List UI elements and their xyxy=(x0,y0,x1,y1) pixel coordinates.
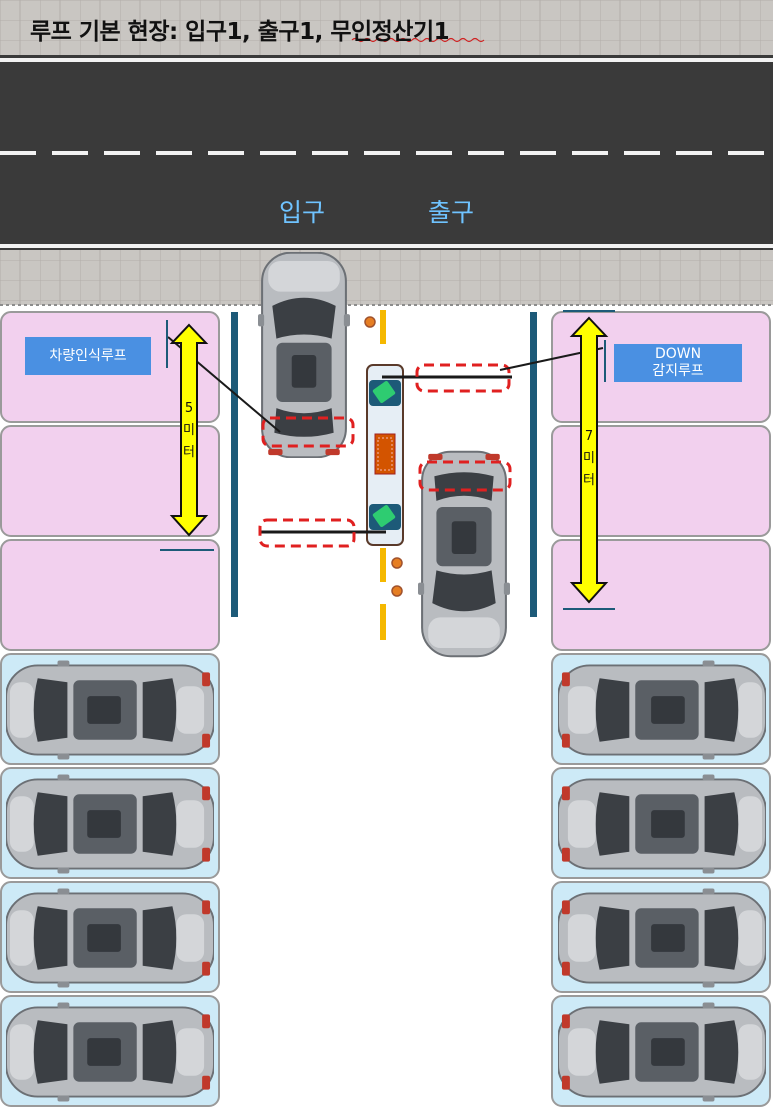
measure-arrow-right xyxy=(569,316,609,604)
exit-car xyxy=(418,450,510,658)
lane-bar-left xyxy=(231,312,238,617)
center-line-seg-3 xyxy=(380,604,386,640)
measure-right-unit-1: 미 xyxy=(583,451,595,466)
measure-right-text: 7 미 터 xyxy=(579,426,599,492)
road-edge-top xyxy=(0,58,773,62)
left-zone-3 xyxy=(0,539,220,651)
road-edge-bottom xyxy=(0,244,773,248)
measure-right-value: 7 xyxy=(584,429,594,444)
parked-car-left-1 xyxy=(6,660,214,760)
parked-car-left-3 xyxy=(6,888,214,988)
entrance-label: 입구 xyxy=(279,198,326,227)
loop-entrance-detect xyxy=(261,416,355,448)
parked-car-right-2 xyxy=(558,774,766,874)
entrance-barrier-arm xyxy=(372,381,396,403)
entrance-car xyxy=(258,252,350,458)
exit-label: 출구 xyxy=(428,198,475,227)
page-title: 루프 기본 현장: 입구1, 출구1, 무인정산기1 xyxy=(30,19,450,45)
right-zone-3 xyxy=(551,539,771,651)
bollard-2 xyxy=(391,557,403,569)
payment-kiosk xyxy=(374,433,396,475)
down-loop-text-line1: DOWN xyxy=(654,346,702,362)
measure-left-unit-1: 미 xyxy=(183,423,195,438)
loop-exit-down xyxy=(258,518,356,548)
down-loop-label: DOWN 감지루프 xyxy=(614,344,742,382)
right-zone-2 xyxy=(551,425,771,537)
bottom-sidewalk xyxy=(0,250,773,305)
center-line-seg-1 xyxy=(380,310,386,344)
top-sidewalk xyxy=(0,0,773,55)
spellcheck-underline xyxy=(351,37,485,43)
lane-bar-right xyxy=(530,312,537,617)
parked-car-left-4 xyxy=(6,1002,214,1102)
bollard-1 xyxy=(364,316,376,328)
exit-barrier-arm xyxy=(372,505,396,527)
parked-car-right-4 xyxy=(558,1002,766,1102)
loop-exit-detect xyxy=(418,460,512,492)
left-zone-2 xyxy=(0,425,220,537)
loop-entrance-down xyxy=(415,363,511,393)
parked-car-left-2 xyxy=(6,774,214,874)
bollard-3 xyxy=(391,585,403,597)
measure-left-value: 5 xyxy=(184,401,194,416)
recognition-loop-label: 차량인식루프 xyxy=(25,337,151,375)
measure-left-text: 5 미 터 xyxy=(179,398,199,464)
recognition-loop-text: 차량인식루프 xyxy=(49,347,127,364)
measure-right-unit-2: 터 xyxy=(583,473,595,488)
down-loop-text-line2: 감지루프 xyxy=(652,363,704,379)
payment-kiosk-detail xyxy=(377,437,393,471)
parked-car-right-3 xyxy=(558,888,766,988)
parked-car-right-1 xyxy=(558,660,766,760)
measure-left-unit-2: 터 xyxy=(183,445,195,460)
measure-arrow-left xyxy=(169,323,209,537)
center-line-seg-2 xyxy=(380,548,386,582)
